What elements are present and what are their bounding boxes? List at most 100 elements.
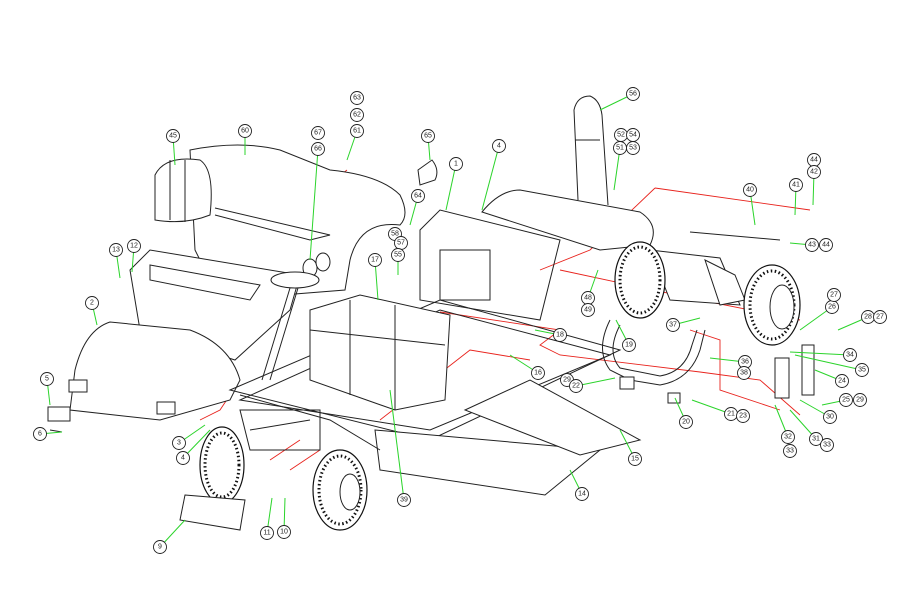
callout-circle: [820, 438, 834, 452]
callout-circle: [176, 451, 190, 465]
callout-67: 67: [311, 126, 325, 140]
front-suspension: [179, 409, 368, 531]
callout-57: 57: [394, 236, 408, 250]
callout-number: 11: [263, 530, 270, 537]
callout-circle: [809, 432, 823, 446]
callout-circle: [553, 328, 567, 342]
steering-column: [261, 271, 320, 381]
callout-number: 41: [792, 182, 800, 189]
callout-6: 6: [33, 427, 47, 441]
callout-circle: [575, 487, 589, 501]
callout-circle: [166, 129, 180, 143]
callout-number: 39: [400, 497, 408, 504]
grab-handle: [573, 95, 609, 206]
callout-number: 56: [629, 91, 637, 98]
callout-48: 48: [581, 291, 595, 305]
callout-circle: [127, 239, 141, 253]
callout-circle: [835, 374, 849, 388]
callout-circle: [805, 238, 819, 252]
callout-circle: [397, 493, 411, 507]
callout-number: 25: [842, 397, 850, 404]
callout-circle: [807, 165, 821, 179]
callout-number: 63: [353, 95, 361, 102]
callout-number: 17: [371, 257, 379, 264]
callout-37: 37: [666, 318, 680, 332]
callout-16: 16: [531, 366, 545, 380]
callout-number: 18: [556, 332, 564, 339]
callout-number: 3: [177, 440, 181, 447]
leader-line: [789, 351, 851, 356]
callout-number: 32: [784, 434, 792, 441]
callout-circle: [626, 87, 640, 101]
callout-circle: [581, 303, 595, 317]
callout-2: 2: [85, 296, 99, 310]
callout-number: 61: [353, 128, 361, 135]
callout-circle: [40, 372, 54, 386]
callout-number: 4: [497, 143, 501, 150]
callout-1: 1: [449, 157, 463, 171]
callout-65: 65: [421, 129, 435, 143]
callout-circle: [626, 141, 640, 155]
callout-number: 4: [181, 455, 185, 462]
callout-number: 38: [740, 370, 748, 377]
callout-number: 26: [828, 304, 836, 311]
callout-number: 45: [169, 133, 177, 140]
leader-line: [794, 354, 863, 371]
callout-9: 9: [153, 540, 167, 554]
callout-15: 15: [628, 452, 642, 466]
callout-25: 25: [839, 393, 853, 407]
callout-circle: [391, 248, 405, 262]
callout-circle: [819, 238, 833, 252]
callout-54: 54: [626, 128, 640, 142]
callout-53: 53: [626, 141, 640, 155]
callout-number: 10: [280, 529, 288, 536]
callout-circle: [85, 296, 99, 310]
callout-61: 61: [350, 124, 364, 138]
leader-line: [445, 163, 457, 211]
callout-number: 27: [876, 314, 884, 321]
floor-mat-front: [374, 429, 602, 496]
callout-4: 4: [176, 451, 190, 465]
callout-circle: [311, 126, 325, 140]
callout-circle: [853, 393, 867, 407]
callout-33: 33: [820, 438, 834, 452]
callout-number: 33: [786, 448, 794, 455]
callout-3: 3: [172, 436, 186, 450]
callout-51: 51: [613, 141, 627, 155]
callout-24: 24: [835, 374, 849, 388]
callout-17: 17: [368, 253, 382, 267]
callout-circle: [172, 436, 186, 450]
callout-circle: [628, 452, 642, 466]
rear-axle-assembly: [602, 231, 815, 404]
callout-number: 34: [846, 352, 854, 359]
callout-number: 48: [584, 295, 592, 302]
callout-circle: [350, 124, 364, 138]
callout-20: 20: [679, 415, 693, 429]
callout-circle: [666, 318, 680, 332]
callout-circle: [569, 379, 583, 393]
callout-44: 44: [819, 238, 833, 252]
callout-52: 52: [614, 128, 628, 142]
callout-number: 53: [629, 145, 637, 152]
callout-number: 33: [823, 442, 831, 449]
callout-number: 1: [454, 161, 458, 168]
callout-number: 12: [130, 243, 138, 250]
floor-mat-rear: [463, 379, 642, 456]
callout-number: 58: [391, 231, 399, 238]
callout-39: 39: [397, 493, 411, 507]
callout-circle: [736, 409, 750, 423]
callout-number: 60: [241, 128, 249, 135]
callout-number: 66: [314, 146, 322, 153]
callout-number: 28: [864, 314, 872, 321]
callout-number: 49: [584, 307, 592, 314]
callout-circle: [679, 415, 693, 429]
callout-41: 41: [789, 178, 803, 192]
callout-23: 23: [736, 409, 750, 423]
callout-55: 55: [391, 248, 405, 262]
callout-34: 34: [843, 348, 857, 362]
callout-35: 35: [855, 363, 869, 377]
callout-number: 15: [631, 456, 639, 463]
callout-64: 64: [411, 189, 425, 203]
callout-circle: [350, 91, 364, 105]
